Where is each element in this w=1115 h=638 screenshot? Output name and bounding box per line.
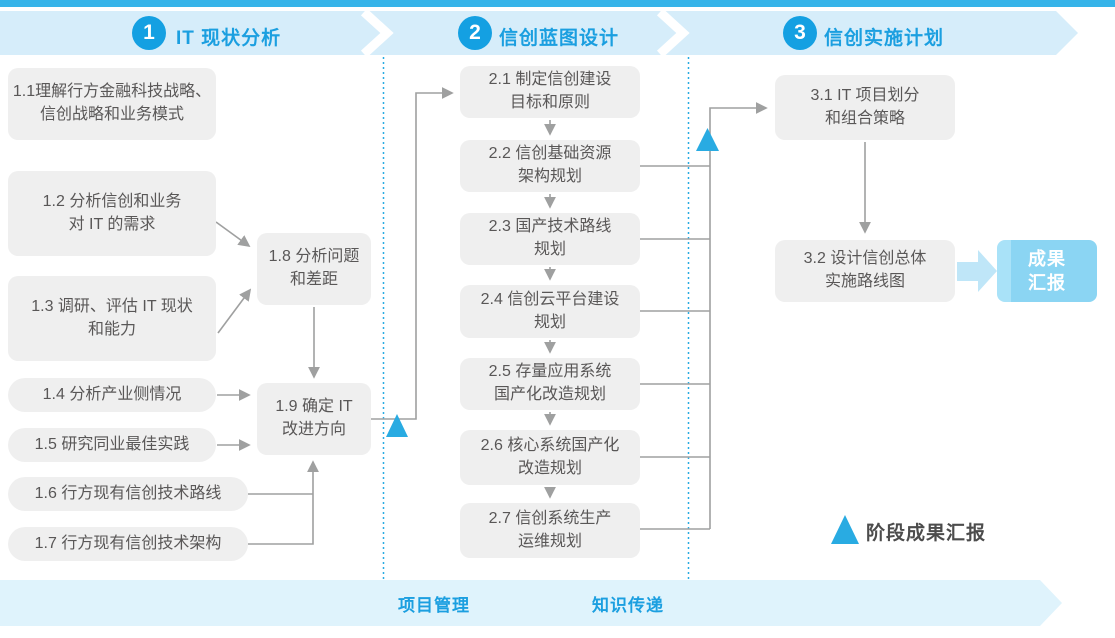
- bottom-band-item-project-management: 项目管理: [398, 596, 470, 615]
- milestone-triangle-icon: [386, 414, 408, 437]
- box-1-6: 1.6 行方现有信创技术路线: [8, 477, 248, 511]
- result-block-arrow-icon: [957, 250, 997, 292]
- legend-label: 阶段成果汇报: [866, 523, 987, 544]
- box-2-1: 2.1 制定信创建设 目标和原则: [460, 66, 640, 118]
- phase-3-title: 信创实施计划: [824, 28, 945, 49]
- milestone-triangle-icon: [696, 128, 719, 151]
- box-2-2: 2.2 信创基础资源 架构规划: [460, 140, 640, 192]
- phase-3-number-badge: 3: [783, 16, 817, 50]
- phase-separator-chevron-icon: [656, 8, 690, 58]
- box-2-6: 2.6 核心系统国产化 改造规划: [460, 430, 640, 485]
- box-2-4: 2.4 信创云平台建设 规划: [460, 285, 640, 338]
- box-3-2: 3.2 设计信创总体 实施路线图: [775, 240, 955, 302]
- box-1-2: 1.2 分析信创和业务 对 IT 的需求: [8, 171, 216, 256]
- box-2-5: 2.5 存量应用系统 国产化改造规划: [460, 358, 640, 410]
- box-1-1: 1.1理解行方金融科技战略、 信创战略和业务模式: [8, 68, 216, 140]
- box-1-8: 1.8 分析问题 和差距: [257, 233, 371, 305]
- box-1-9: 1.9 确定 IT 改进方向: [257, 383, 371, 455]
- box-1-3: 1.3 调研、评估 IT 现状 和能力: [8, 276, 216, 361]
- phase-1-number-badge: 1: [132, 16, 166, 50]
- top-strip: [0, 0, 1115, 7]
- bottom-band: [0, 580, 1062, 626]
- box-1-7: 1.7 行方现有信创技术架构: [8, 527, 248, 561]
- box-3-1: 3.1 IT 项目划分 和组合策略: [775, 75, 955, 140]
- bottom-band-item-knowledge-transfer: 知识传递: [592, 596, 664, 615]
- box-2-7: 2.7 信创系统生产 运维规划: [460, 503, 640, 558]
- phase-1-title: IT 现状分析: [176, 28, 282, 49]
- box-2-3: 2.3 国产技术路线 规划: [460, 213, 640, 265]
- phase-2-title: 信创蓝图设计: [499, 28, 620, 49]
- box-1-5: 1.5 研究同业最佳实践: [8, 428, 216, 462]
- phase-2-number-badge: 2: [458, 16, 492, 50]
- phase-separator-chevron-icon: [360, 8, 394, 58]
- box-1-4: 1.4 分析产业侧情况: [8, 378, 216, 412]
- result-report-box: 成果 汇报: [997, 240, 1097, 302]
- legend-triangle-icon: [831, 515, 859, 544]
